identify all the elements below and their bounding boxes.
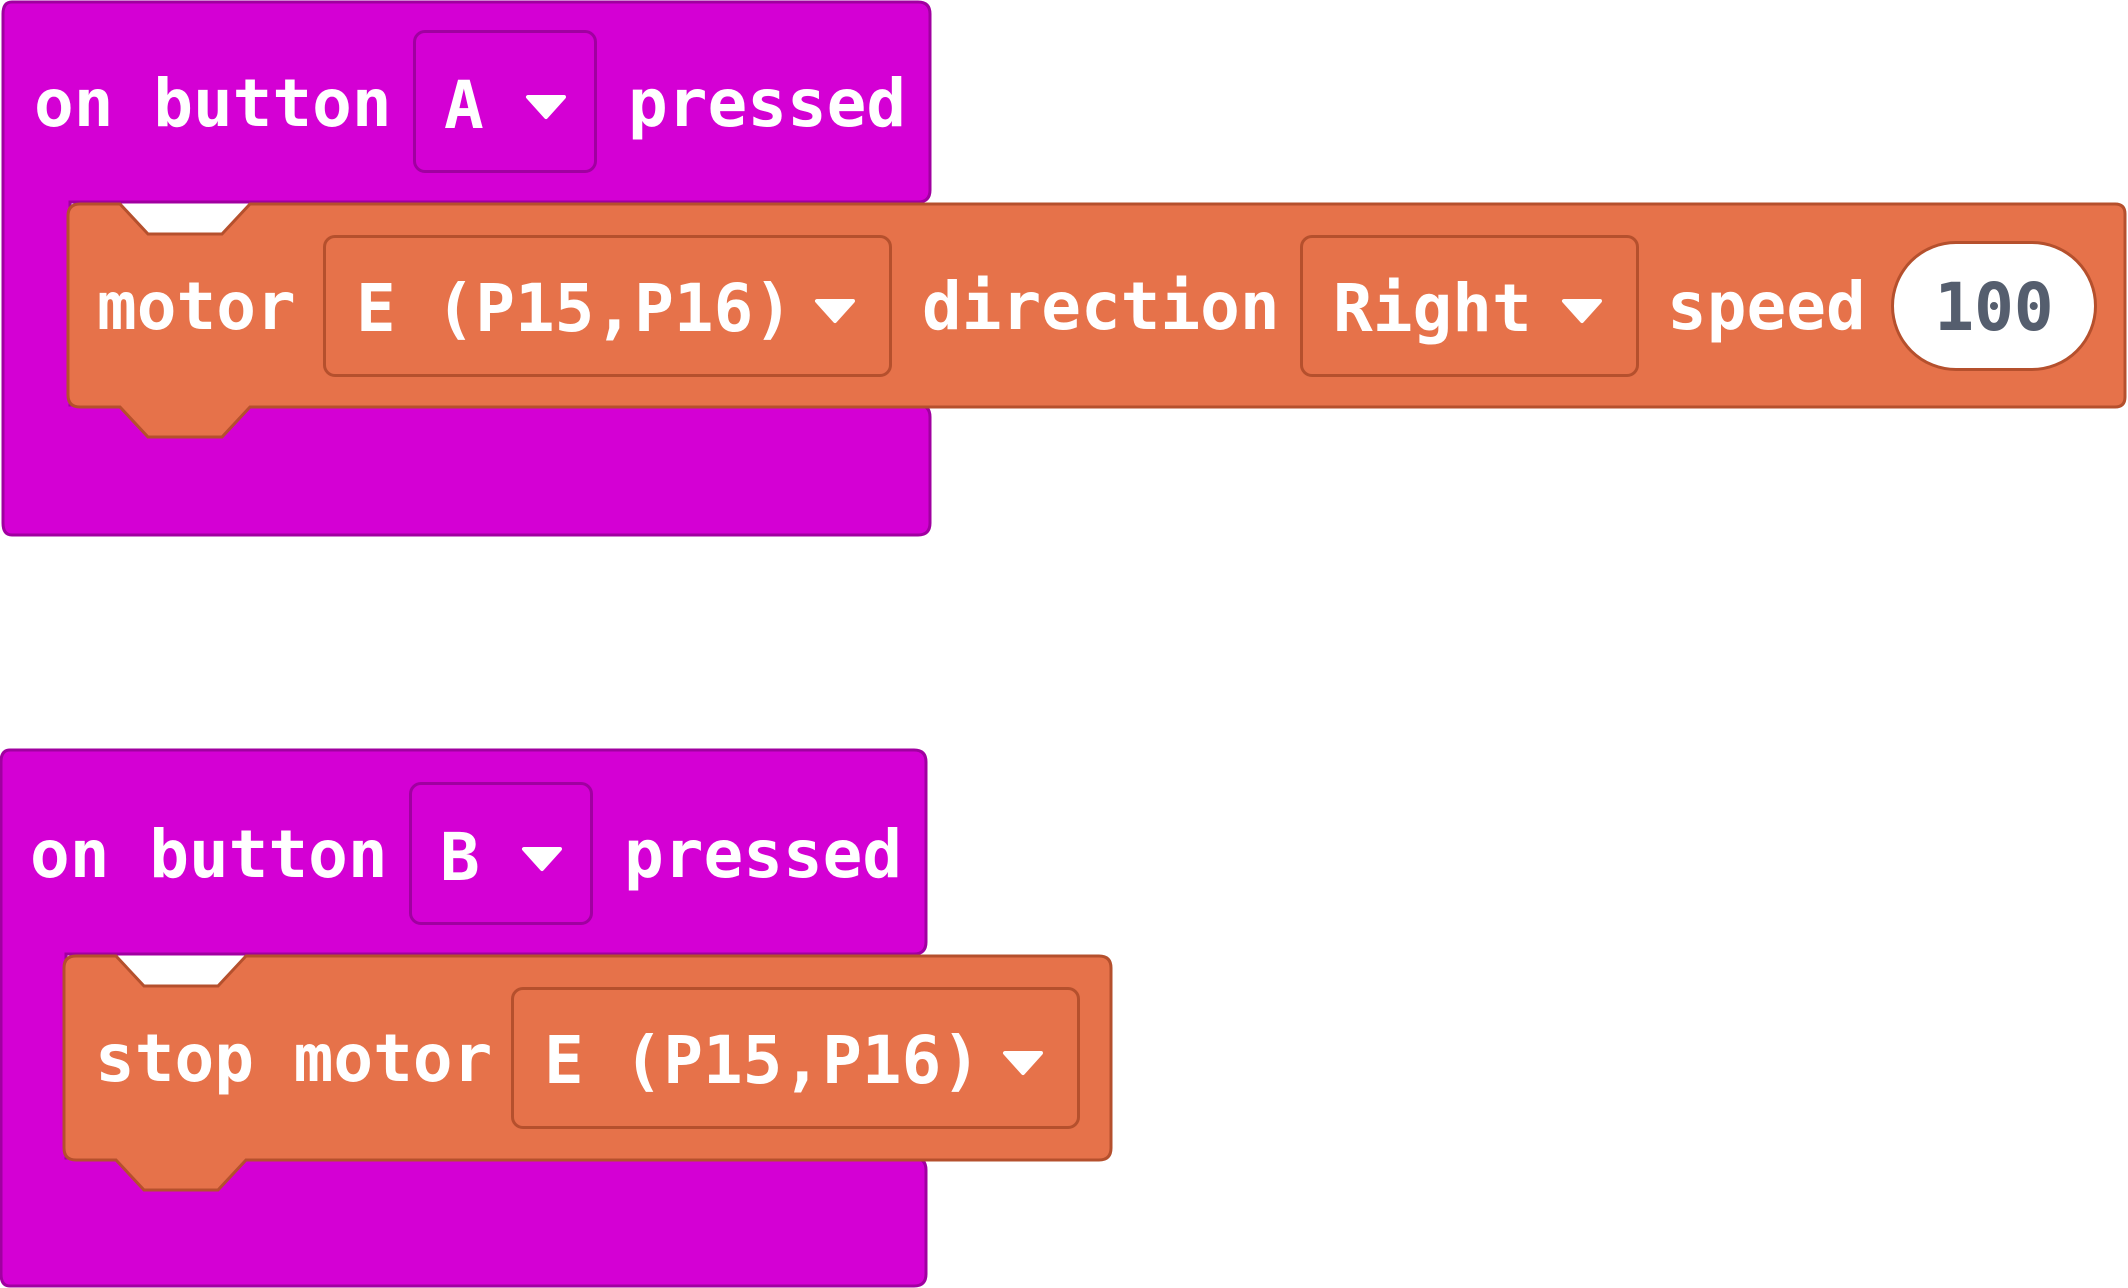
motor-port-value: E (P15,P16) — [356, 270, 794, 347]
chevron-down-icon — [526, 95, 566, 119]
event-a-suffix-label: pressed — [628, 65, 907, 142]
direction-label: direction — [922, 268, 1280, 345]
event-a-prefix-label: on button — [34, 65, 392, 142]
direction-value: Right — [1333, 270, 1532, 347]
direction-dropdown[interactable]: Right — [1300, 235, 1639, 377]
speed-input[interactable]: 100 — [1891, 241, 2097, 371]
stop-motor-port-value: E (P15,P16) — [544, 1022, 982, 1099]
chevron-down-icon — [1562, 299, 1602, 323]
speed-value: 100 — [1934, 269, 2054, 346]
speed-label: speed — [1667, 268, 1866, 345]
button-a-dropdown[interactable]: A — [413, 30, 597, 173]
stop-motor-label: stop motor — [95, 1020, 493, 1097]
stop-motor-port-dropdown[interactable]: E (P15,P16) — [511, 987, 1080, 1129]
chevron-down-icon — [1003, 1051, 1043, 1075]
chevron-down-icon — [522, 847, 562, 871]
button-b-value: B — [440, 819, 480, 896]
event-block-b-shape[interactable] — [0, 0, 940, 1288]
event-block-a-shape[interactable] — [0, 0, 940, 540]
button-b-dropdown[interactable]: B — [409, 782, 593, 925]
button-a-value: A — [444, 67, 484, 144]
event-b-prefix-label: on button — [30, 816, 388, 893]
chevron-down-icon — [815, 299, 855, 323]
motor-port-dropdown[interactable]: E (P15,P16) — [323, 235, 892, 377]
event-b-suffix-label: pressed — [624, 816, 903, 893]
motor-label: motor — [97, 268, 296, 345]
